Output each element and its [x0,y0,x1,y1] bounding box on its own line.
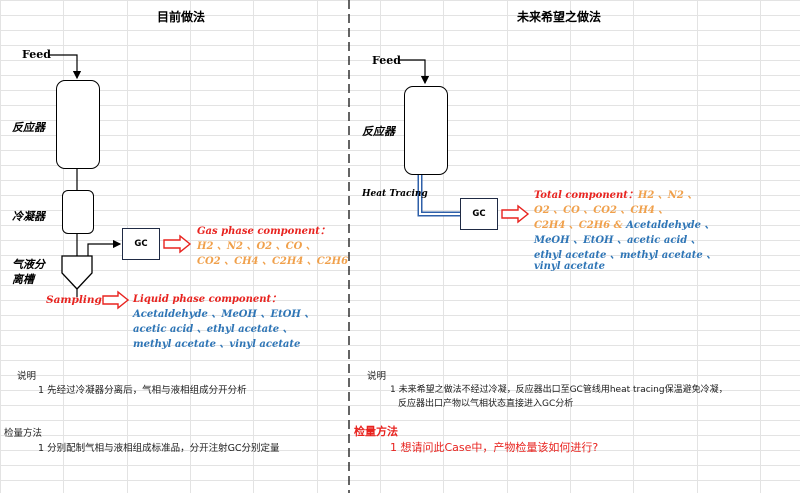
separator-label-2: 离槽 [12,273,34,286]
right-feed-label: Feed [372,54,401,67]
total-orange-1: H2 、N2 、 [637,190,698,201]
liquid-phase-title: Liquid phase component： [133,294,282,305]
right-method-1: 1 想请问此Case中，产物检量该如何进行? [390,441,599,454]
total-blue-2: ethyl acetate 、methyl acetate 、 [534,250,717,261]
left-reactor [56,80,100,169]
total-blue-3: vinyl acetate [534,261,605,272]
liquid-phase-line1: Acetaldehyde 、MeOH 、EtOH 、 [133,309,315,320]
gas-phase-line1: H2 、N2 、O2 、CO 、 [197,241,316,252]
right-feed-arrow [398,59,430,85]
condenser [62,190,94,234]
right-method-title: 检量方法 [354,425,398,438]
liquid-phase-line2: acetic acid 、ethyl acetate 、 [133,324,293,335]
right-reactor-label: 反应器 [362,125,395,138]
sampling-label: Sampling [46,294,102,306]
left-reactor-label: 反应器 [12,121,45,134]
heat-tracing-label: Heat Tracing [362,189,428,199]
right-reactor [404,86,448,175]
total-orange-2: O2 、CO 、CO2 、CH4 、 [534,205,669,216]
right-notes-title: 说明 [367,371,387,382]
left-title: 目前做法 [157,10,206,24]
total-orange-3: C2H4 、C2H6 & [534,220,627,231]
gas-phase-line2: CO2 、CH4 、C2H4 、C2H6 [197,256,349,267]
separator-label-1: 气液分 [12,258,45,271]
liquid-phase-line3: methyl acetate 、vinyl acetate [133,339,301,350]
left-gc-box: GC [122,228,160,260]
condenser-label: 冷凝器 [12,210,45,223]
total-red-arrow [501,204,530,224]
total-blue-1: MeOH 、EtOH 、acetic acid 、 [534,235,701,246]
separator-vessel [61,255,93,290]
left-note-1: 1 先经过冷凝器分离后，气相与液相组成分开分析 [38,385,247,396]
left-method-title: 检量方法 [4,428,43,439]
total-line2: C2H4 、C2H6 & Acetaldehyde 、 [534,216,715,231]
heat-tracing-line-inner [419,174,460,215]
right-note-1a: 1 未来希望之做法不经过冷凝，反应器出口至GC管线用heat tracing保温… [390,385,728,395]
right-note-1b: 反应器出口产物以气相状态直接进入GC分析 [398,399,574,409]
left-feed-label: Feed [22,48,51,61]
left-feed-arrow [48,54,82,80]
sampling-red-arrow [102,290,130,310]
right-title: 未来希望之做法 [517,10,602,24]
total-line0: Total component：H2 、N2 、 [534,186,697,201]
left-notes-title: 说明 [17,371,37,382]
gas-phase-title: Gas phase component： [197,226,330,237]
total-blue-0: Acetaldehyde 、 [626,220,715,231]
total-component-title: Total component： [534,190,638,201]
gas-red-arrow [163,234,192,254]
left-gc-feed-arrow [87,239,122,258]
left-method-1: 1 分别配制气相与液相组成标准品，分开注射GC分别定量 [38,443,280,454]
right-gc-box: GC [460,198,498,230]
